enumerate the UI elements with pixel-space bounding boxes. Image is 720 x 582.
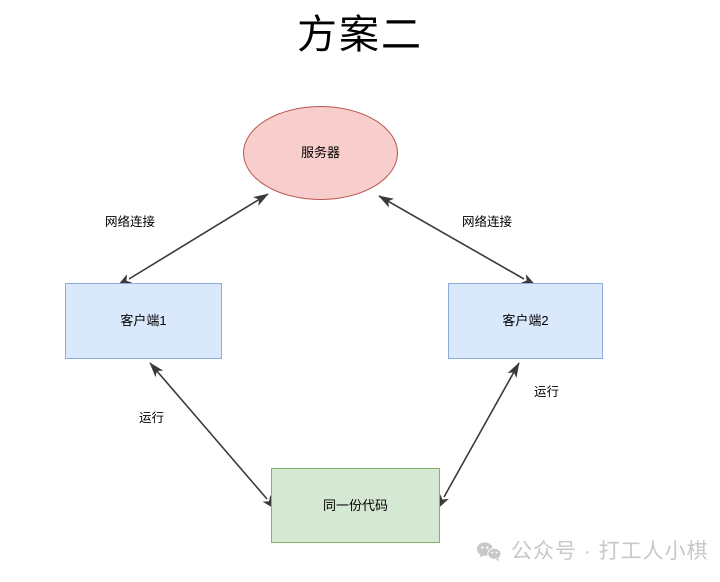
node-shared-code[interactable]: 同一份代码 bbox=[271, 468, 440, 543]
watermark: 公众号 · 打工人小棋 bbox=[476, 538, 709, 566]
edge-label-run-right: 运行 bbox=[533, 384, 561, 400]
node-server[interactable]: 服务器 bbox=[243, 106, 398, 200]
edge-label-network-right: 网络连接 bbox=[461, 214, 514, 230]
node-server-label: 服务器 bbox=[300, 145, 340, 160]
edge-label-network-left: 网络连接 bbox=[104, 214, 157, 230]
page-title: 方案二 bbox=[297, 13, 423, 57]
node-client2-label: 客户端2 bbox=[502, 313, 549, 328]
node-client1-label: 客户端1 bbox=[120, 313, 167, 328]
edge-label-run-left: 运行 bbox=[138, 410, 166, 426]
edge-line-code-client2 bbox=[436, 362, 520, 510]
node-client2[interactable]: 客户端2 bbox=[448, 283, 603, 359]
edge-line-server-client2 bbox=[378, 195, 537, 287]
node-shared-code-label: 同一份代码 bbox=[322, 497, 388, 513]
watermark-text: 公众号 · 打工人小棋 bbox=[511, 540, 709, 563]
edge-line-code-client1 bbox=[149, 362, 277, 510]
node-client1[interactable]: 客户端1 bbox=[65, 283, 222, 359]
wechat-icon bbox=[476, 542, 502, 562]
edge-line-server-client1 bbox=[116, 193, 269, 287]
